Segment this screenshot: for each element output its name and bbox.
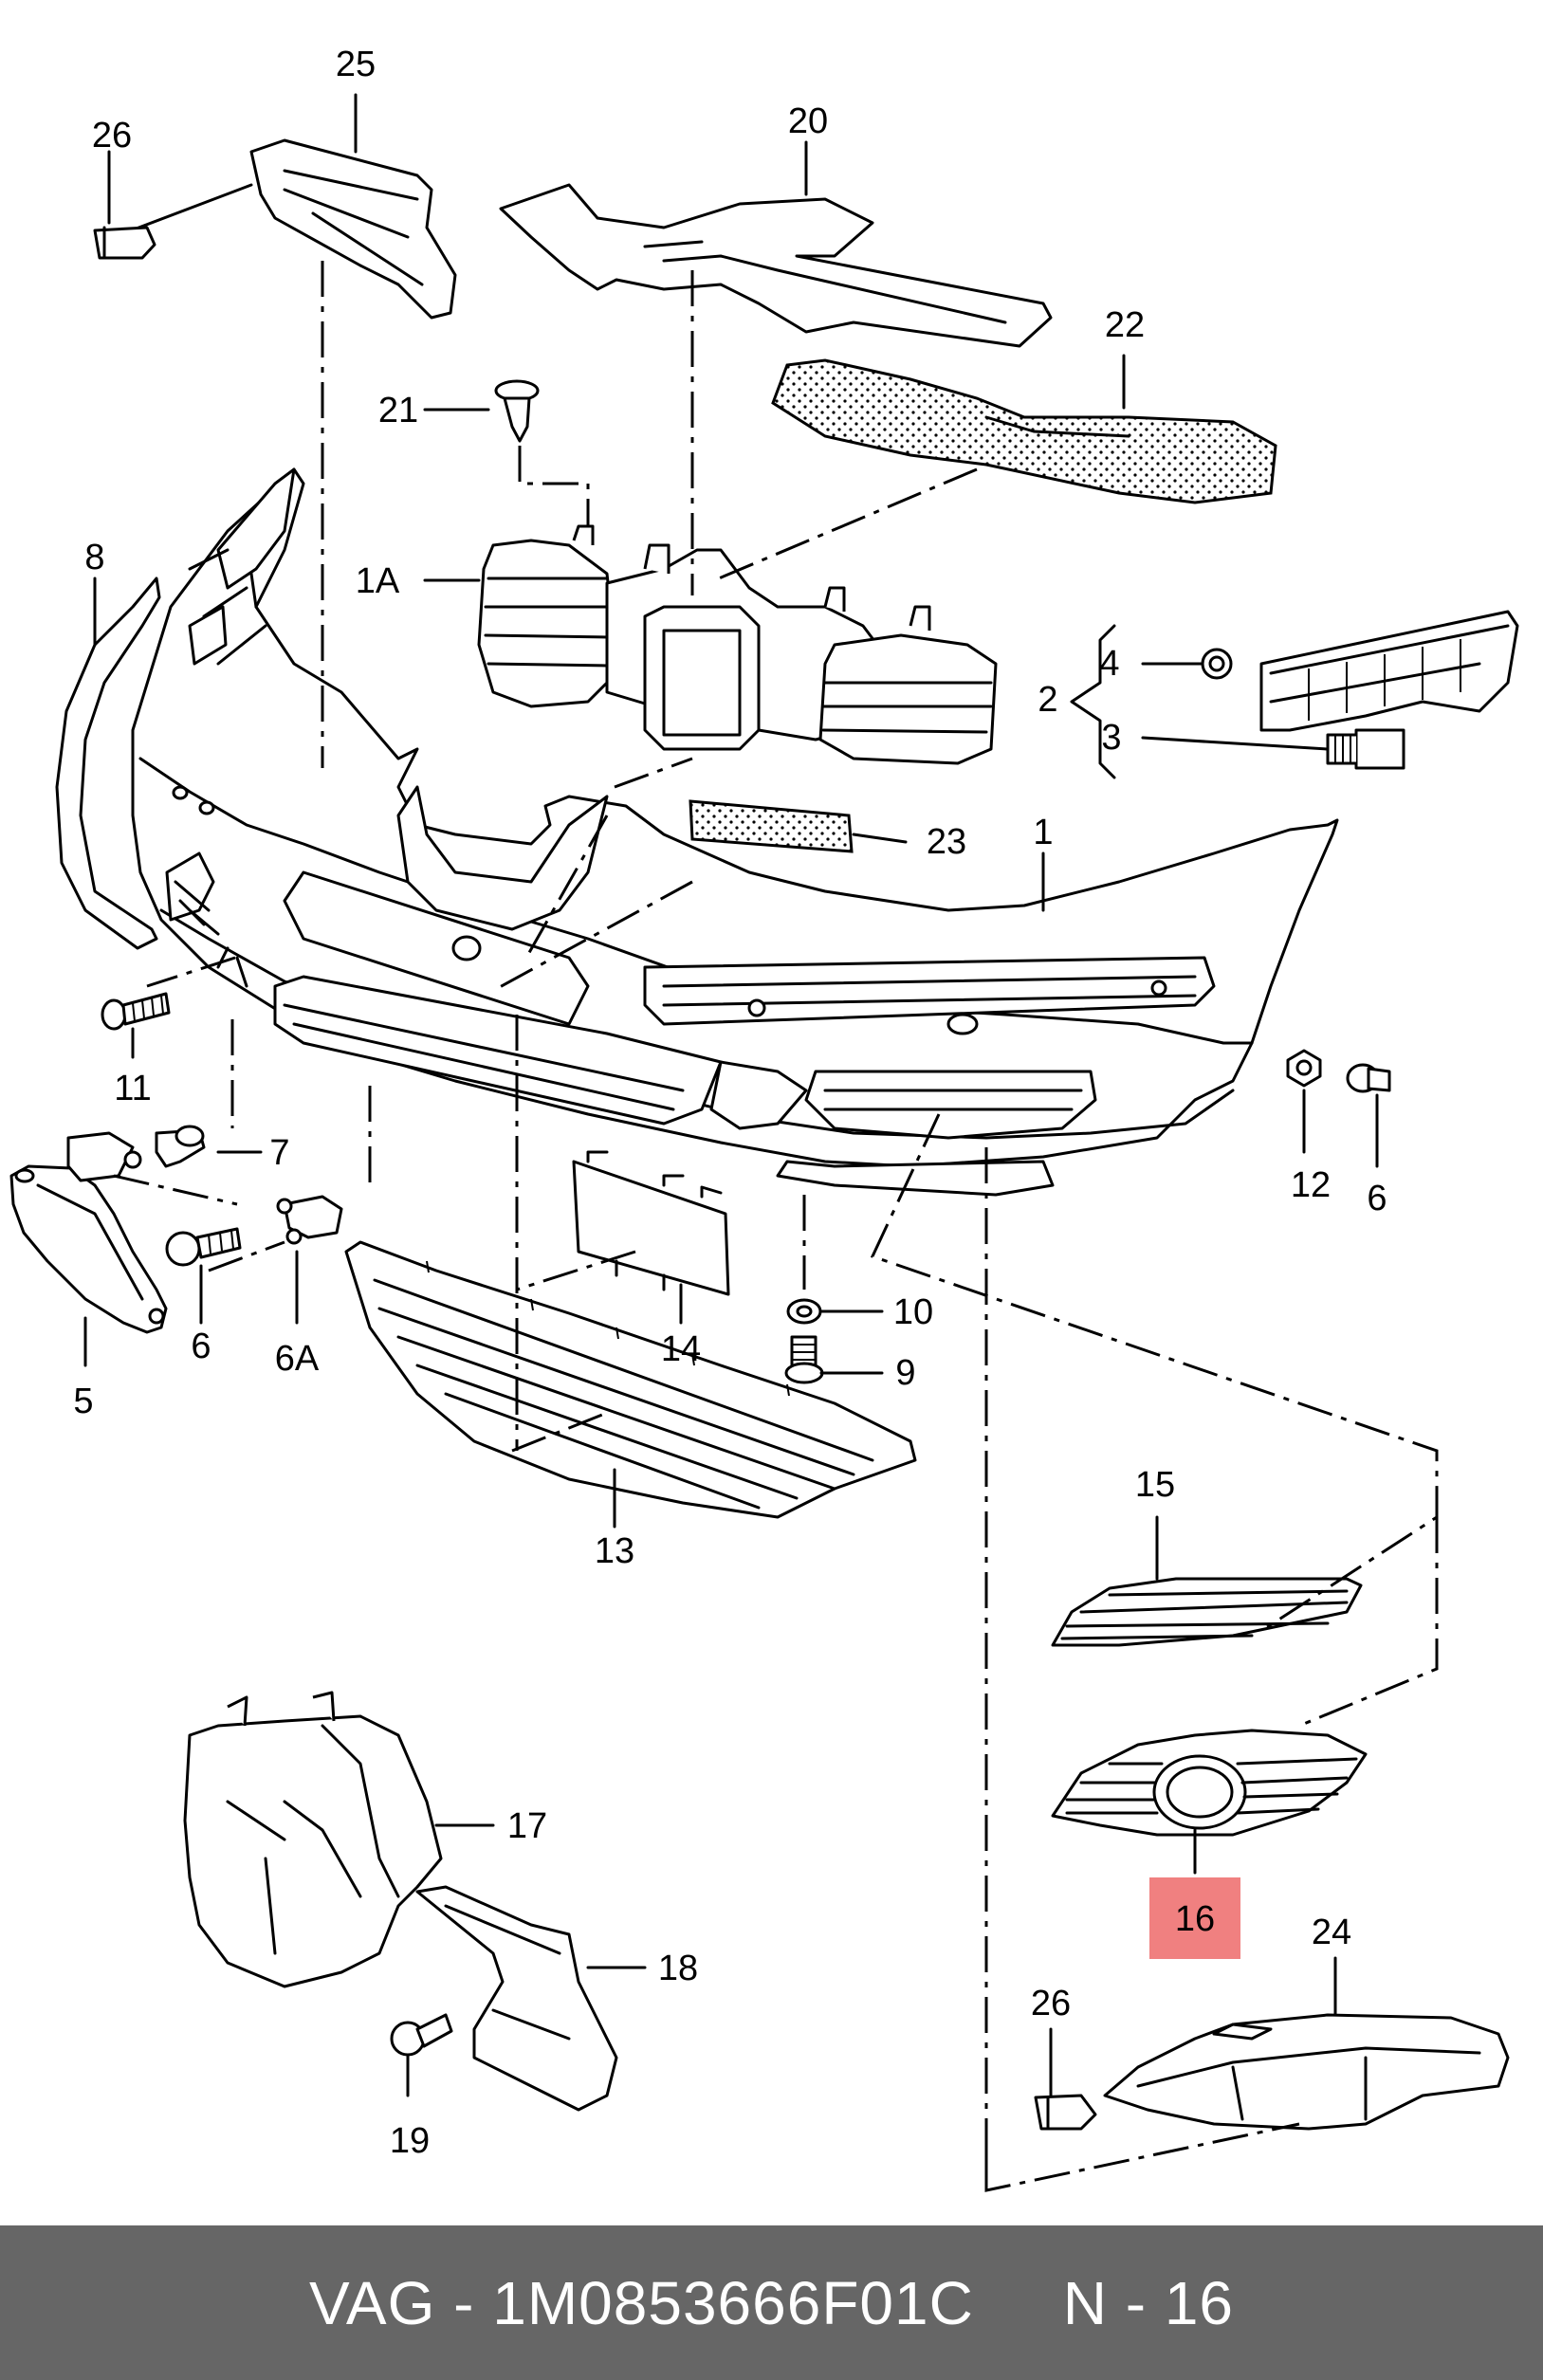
label-16: 16	[1175, 1899, 1215, 1939]
part-8-strip	[55, 577, 161, 950]
part-9-bolt	[784, 1335, 824, 1384]
parts-diagram: 25 26 20 22 21 1A 8 4 2 3 23 1 11 7 12 6…	[9, 45, 1519, 2192]
highlight-box	[1149, 1877, 1240, 1959]
part-6-screw-left	[165, 1227, 242, 1267]
part-18-shield	[415, 1885, 618, 2112]
part-26-clip-bottom	[1034, 2094, 1097, 2131]
part-23-insert	[689, 799, 854, 853]
label-2: 2	[1038, 680, 1057, 720]
part-11-screw	[101, 992, 171, 1031]
part-6-screw-right	[1346, 1063, 1391, 1093]
part-12-nut	[1286, 1049, 1322, 1088]
part-2-bracket	[1259, 610, 1519, 732]
part-15-cover	[1051, 1577, 1363, 1647]
part-6A-clip	[276, 1195, 343, 1245]
leader-lines	[83, 93, 1379, 2097]
label-21: 21	[378, 391, 418, 430]
part-number-footer: VAG - 1M0853666F01C N - 16	[0, 2225, 1543, 2380]
label-8: 8	[84, 538, 104, 577]
part-4-nut	[1201, 648, 1233, 680]
label-15: 15	[1135, 1465, 1175, 1505]
part-24-bracket	[1103, 2013, 1510, 2131]
part-19-screw	[390, 2013, 453, 2057]
label-26: 26	[92, 116, 132, 156]
part-1-bumper	[131, 467, 1339, 1197]
label-4: 4	[1099, 644, 1119, 684]
bracket-2-brace	[1070, 624, 1116, 779]
part-10-washer	[786, 1298, 822, 1325]
label-3: 3	[1101, 718, 1121, 758]
label-6A: 6A	[275, 1339, 320, 1379]
part-13-lower-grille	[344, 1240, 917, 1519]
label-17: 17	[507, 1806, 547, 1846]
label-7: 7	[269, 1133, 289, 1173]
part-25-bracket	[112, 138, 457, 320]
assembly-lines	[113, 261, 1439, 2192]
label-13: 13	[595, 1531, 634, 1571]
label-19: 19	[390, 2121, 430, 2161]
part-number-text: VAG - 1M0853666F01C N - 16	[308, 2268, 1235, 2337]
label-11: 11	[114, 1069, 151, 1108]
callout-labels: 25 26 20 22 21 1A 8 4 2 3 23 1 11 7 12 6…	[73, 45, 1387, 2161]
part-3-screw	[1326, 728, 1405, 770]
label-9: 9	[895, 1353, 915, 1393]
label-6-right: 6	[1367, 1179, 1387, 1218]
label-24: 24	[1312, 1913, 1351, 1952]
part-1A-grille	[477, 524, 998, 765]
part-20-cover	[499, 183, 1053, 348]
part-21-clip	[494, 379, 590, 531]
label-1A: 1A	[356, 561, 400, 601]
part-22-absorber	[771, 358, 1277, 504]
label-20: 20	[788, 101, 828, 141]
label-26-bottom: 26	[1031, 1984, 1071, 2023]
part-26-clip-top	[93, 226, 156, 260]
label-18: 18	[658, 1949, 698, 1988]
label-22: 22	[1105, 305, 1145, 345]
part-16-fog-grille	[1051, 1729, 1368, 1837]
part-14-plate	[572, 1150, 730, 1296]
label-1: 1	[1033, 813, 1053, 852]
label-14: 14	[661, 1329, 701, 1369]
label-5: 5	[73, 1382, 93, 1421]
label-6-left: 6	[191, 1327, 211, 1366]
label-12: 12	[1291, 1165, 1331, 1205]
part-7-clip	[155, 1125, 206, 1168]
label-23: 23	[927, 822, 966, 862]
label-10: 10	[893, 1292, 933, 1332]
part-5-trim	[9, 1131, 168, 1334]
label-25: 25	[336, 45, 376, 84]
part-17-liner	[183, 1691, 443, 1988]
